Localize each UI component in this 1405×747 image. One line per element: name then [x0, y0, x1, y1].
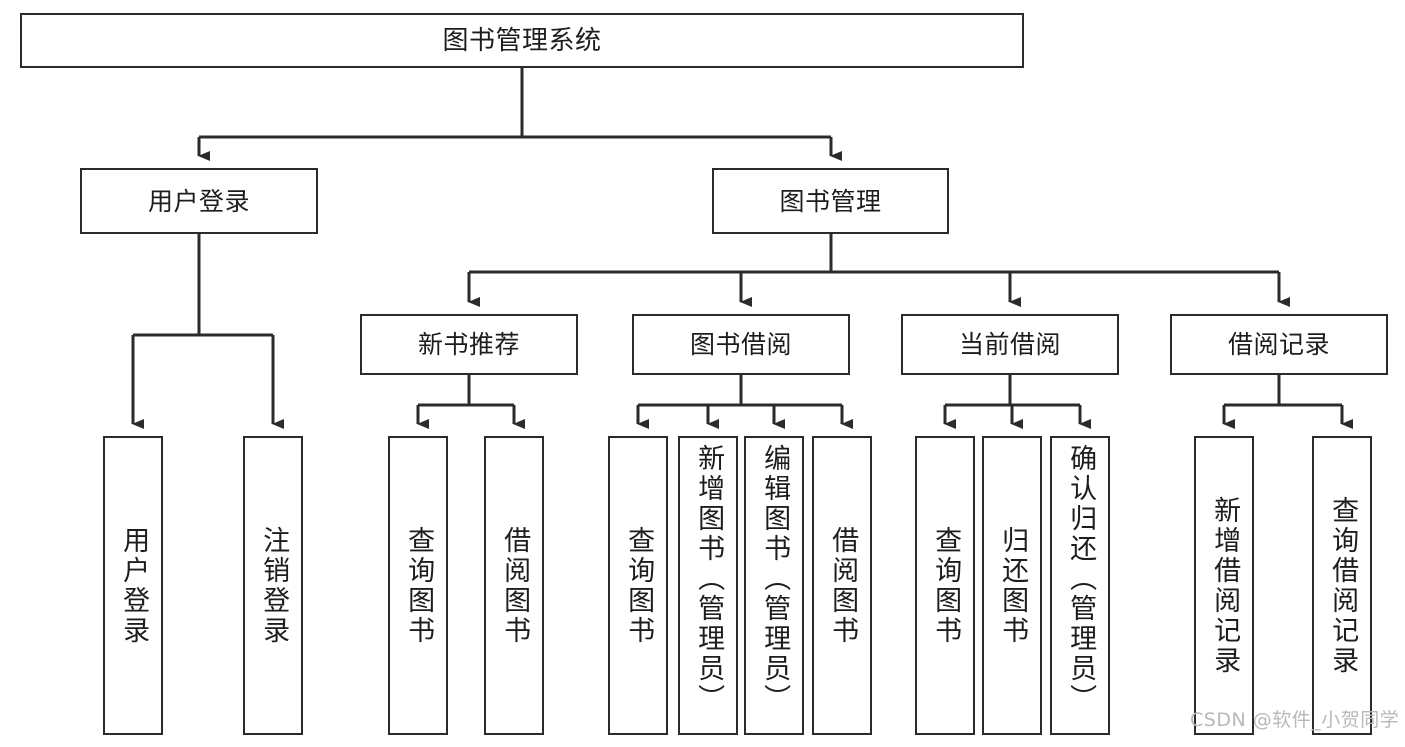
node-book-manage-label: 图书管理 [779, 186, 882, 216]
leaf-query-book-3-label: 查询图书 [930, 525, 962, 646]
node-book-manage[interactable]: 图书管理 [712, 168, 949, 234]
node-current-borrow-label: 当前借阅 [958, 330, 1061, 359]
leaf-user-login[interactable]: 用户登录 [103, 436, 163, 735]
node-root[interactable]: 图书管理系统 [20, 13, 1024, 68]
leaf-query-book-2[interactable]: 查询图书 [608, 436, 668, 735]
watermark-text: CSDN @软件_小贺同学 [1190, 709, 1400, 731]
leaf-borrow-book-1[interactable]: 借阅图书 [484, 436, 544, 735]
leaf-query-record-label: 查询借阅记录 [1327, 495, 1359, 676]
node-user-login[interactable]: 用户登录 [80, 168, 318, 234]
leaf-add-book-admin[interactable]: 新增图书（管理员） [678, 436, 738, 735]
leaf-return-book-label: 归还图书 [997, 525, 1029, 646]
node-user-login-label: 用户登录 [147, 186, 250, 216]
node-new-book-recommend-label: 新书推荐 [417, 330, 520, 359]
leaf-add-record[interactable]: 新增借阅记录 [1194, 436, 1254, 735]
leaf-edit-book-admin[interactable]: 编辑图书（管理员） [744, 436, 804, 735]
leaf-borrow-book-2-label: 借阅图书 [827, 525, 859, 646]
leaf-borrow-book-2[interactable]: 借阅图书 [812, 436, 872, 735]
leaf-return-book[interactable]: 归还图书 [982, 436, 1042, 735]
node-root-label: 图书管理系统 [442, 25, 602, 56]
leaf-add-book-admin-label: 新增图书（管理员） [693, 444, 725, 714]
leaf-borrow-book-1-label: 借阅图书 [499, 525, 531, 646]
leaf-logout[interactable]: 注销登录 [243, 436, 303, 735]
leaf-add-record-label: 新增借阅记录 [1209, 495, 1241, 676]
node-book-borrow-label: 图书借阅 [689, 330, 792, 359]
node-new-book-recommend[interactable]: 新书推荐 [360, 314, 578, 375]
leaf-logout-label: 注销登录 [258, 525, 290, 646]
leaf-confirm-return-label: 确认归还（管理员） [1065, 444, 1097, 714]
node-current-borrow[interactable]: 当前借阅 [901, 314, 1119, 375]
leaf-query-book-3[interactable]: 查询图书 [915, 436, 975, 735]
leaf-query-record[interactable]: 查询借阅记录 [1312, 436, 1372, 735]
node-borrow-record[interactable]: 借阅记录 [1170, 314, 1388, 375]
node-book-borrow[interactable]: 图书借阅 [632, 314, 850, 375]
leaf-query-book-1[interactable]: 查询图书 [388, 436, 448, 735]
leaf-edit-book-admin-label: 编辑图书（管理员） [759, 444, 791, 714]
leaf-query-book-1-label: 查询图书 [403, 525, 435, 646]
leaf-query-book-2-label: 查询图书 [623, 525, 655, 646]
leaf-user-login-label: 用户登录 [118, 525, 150, 646]
node-borrow-record-label: 借阅记录 [1227, 330, 1330, 359]
leaf-confirm-return[interactable]: 确认归还（管理员） [1050, 436, 1110, 735]
